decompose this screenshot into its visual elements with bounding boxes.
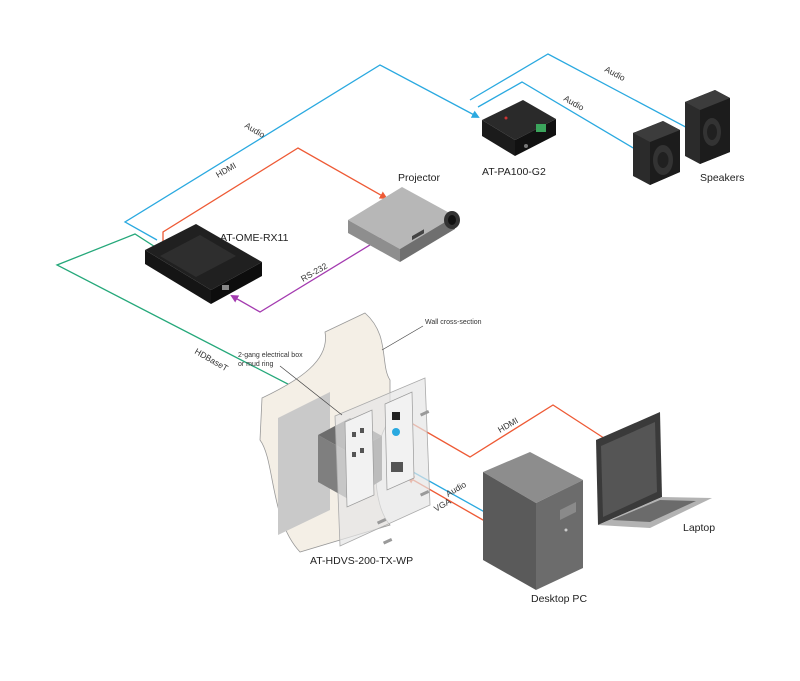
wallplate-hdmi-port [392, 412, 400, 420]
laptop-label: Laptop [683, 522, 715, 534]
projector-device [348, 187, 460, 262]
speaker-back [685, 90, 730, 164]
audio-cable-receiver-to-amp [123, 64, 480, 241]
pc-power-icon [564, 528, 568, 532]
wall-annotation-label: Wall cross-section [425, 319, 482, 326]
wallplate-vga-port [391, 462, 403, 472]
cables [55, 53, 697, 525]
receiver-label: AT-OME-RX11 [220, 232, 289, 244]
cable-label-audio-mid: Audio [562, 93, 586, 113]
projector-label: Projector [398, 172, 441, 184]
laptop-keyboard [612, 500, 696, 522]
wallplate-label: AT-HDVS-200-TX-WP [310, 555, 413, 567]
wall-leader-line [381, 325, 424, 351]
cable-label-hdmi-laptop: HDMI [496, 415, 520, 435]
box-leader-line [279, 365, 343, 416]
laptop-device [596, 412, 712, 528]
receiver-port [222, 285, 229, 290]
box-annotation-line1: 2-gang electrical box [238, 352, 303, 359]
wallplate-audio-port [392, 428, 400, 436]
mounting-screws [376, 409, 430, 545]
receiver-device [145, 224, 262, 304]
desktop-label: Desktop PC [531, 593, 587, 605]
cable-label-hdbaset: HDBaseT [193, 346, 230, 373]
wallplate-device [344, 391, 415, 508]
hdbaset-cable [55, 233, 347, 415]
speaker-front [633, 121, 680, 185]
audio-cable-amp-to-speaker-front [477, 81, 642, 154]
audio-cable-amp-to-speaker-back [469, 53, 697, 133]
cable-label-vga: VGA [432, 496, 453, 514]
wall-assembly [259, 312, 431, 553]
amp-terminal-block [536, 124, 546, 132]
box-annotation-line2: or mud ring [238, 361, 274, 368]
amplifier-device [482, 100, 556, 156]
cable-label-hdmi-top: HDMI [214, 160, 238, 180]
hdmi-cable-laptop-to-wallplate [404, 404, 611, 458]
rs232-cable [230, 236, 384, 313]
pc-drive-bay [560, 502, 576, 520]
desktop-pc-device [483, 452, 583, 590]
cable-label-audio-top: Audio [603, 64, 627, 83]
hdmi-cable-receiver-to-projector [162, 147, 388, 246]
amplifier-label: AT-PA100-G2 [482, 166, 546, 178]
speakers-label: Speakers [700, 172, 744, 184]
